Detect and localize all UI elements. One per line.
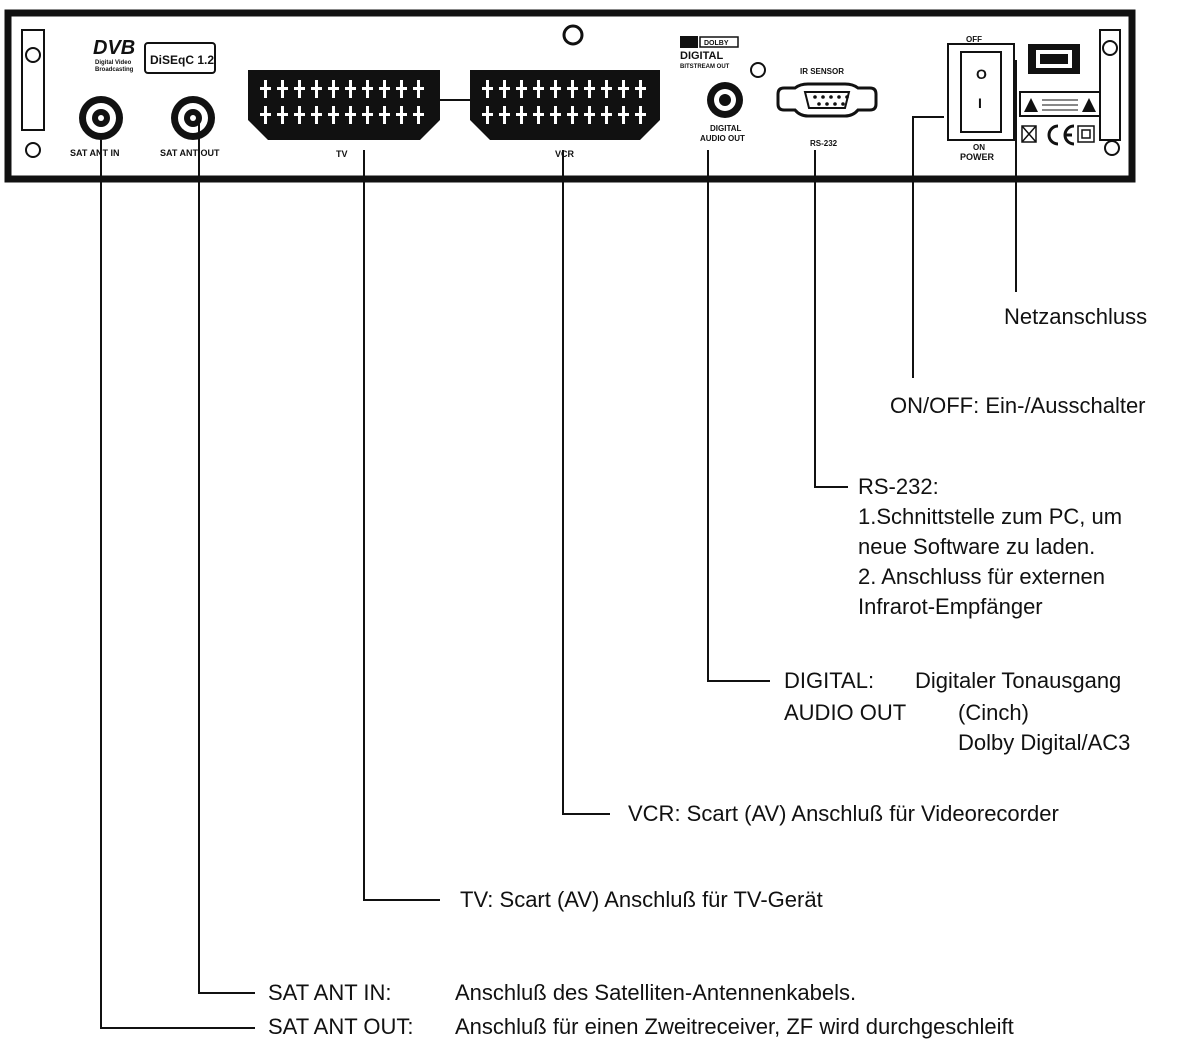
warning-label xyxy=(1019,91,1101,117)
callout-on-off: ON/OFF: Ein-/Ausschalter xyxy=(890,393,1146,418)
callout-rs232-title: RS-232: xyxy=(858,474,939,499)
diseqc-logo: DiSEqC 1.2 xyxy=(144,42,216,74)
tv-scart-connector xyxy=(248,70,440,140)
callout-rs232-line1: 1.Schnittstelle zum PC, um xyxy=(858,504,1123,529)
leader-lines xyxy=(100,60,1017,1029)
leader-tv xyxy=(363,150,440,901)
mains-socket xyxy=(1028,44,1080,74)
svg-text:OFF: OFF xyxy=(966,35,982,44)
leader-vcr xyxy=(562,150,610,815)
callout-audio-out-val: (Cinch) xyxy=(958,700,1029,725)
svg-text:Digital Video: Digital Video xyxy=(95,60,132,66)
leader-sat-ant-in xyxy=(100,140,255,1029)
dvb-logo: DVB Digital Video Broadcasting xyxy=(93,37,135,73)
svg-text:Broadcasting: Broadcasting xyxy=(95,67,134,73)
callout-rs232-line2: neue Software zu laden. xyxy=(858,534,1096,559)
mount-hole-right-top xyxy=(1102,40,1118,56)
sat-ant-in-connector xyxy=(79,96,123,140)
svg-text:POWER: POWER xyxy=(960,152,995,162)
callout-rs232-line3: 2. Anschluss für externen xyxy=(858,564,1106,589)
vcr-scart-connector xyxy=(470,70,660,140)
svg-text:DVB: DVB xyxy=(93,37,135,59)
label-rs232: RS-232 xyxy=(810,139,838,148)
label-digital: DIGITAL xyxy=(710,124,742,133)
top-screw-hole xyxy=(562,24,584,46)
label-sat-ant-in: SAT ANT IN xyxy=(70,148,120,158)
callout-audio-out-key: AUDIO OUT xyxy=(784,700,907,725)
digital-audio-out-connector xyxy=(707,82,743,118)
svg-text:DIGITAL: DIGITAL xyxy=(680,50,723,62)
leader-on-off xyxy=(912,116,944,378)
svg-text:BITSTREAM OUT: BITSTREAM OUT xyxy=(680,64,730,70)
leader-rs232 xyxy=(814,150,848,488)
svg-text:ON: ON xyxy=(973,143,985,152)
svg-text:I: I xyxy=(978,95,982,111)
svg-text:O: O xyxy=(976,66,987,82)
callout-digital-val: Digitaler Tonausgang xyxy=(915,668,1122,693)
label-tv: TV xyxy=(336,149,348,159)
callout-audio-out-val2: Dolby Digital/AC3 xyxy=(958,730,1131,755)
callout-sat-out-key: SAT ANT OUT: xyxy=(268,1014,414,1039)
callout-tv: TV: Scart (AV) Anschluß für TV-Gerät xyxy=(460,887,823,912)
label-vcr: VCR xyxy=(555,149,575,159)
label-ir-sensor: IR SENSOR xyxy=(800,67,844,76)
certification-marks xyxy=(1021,124,1095,146)
mount-hole-left-top xyxy=(25,47,41,63)
leader-sat-ant-out xyxy=(198,118,255,994)
callout-vcr: VCR: Scart (AV) Anschluß für Videorecord… xyxy=(628,801,1059,826)
label-audio-out: AUDIO OUT xyxy=(700,134,745,143)
leader-digital-audio xyxy=(707,150,770,682)
dolby-digital-logo: DOLBY DIGITAL BITSTREAM OUT xyxy=(680,36,739,70)
mount-hole-right-bottom xyxy=(1104,140,1120,156)
svg-text:DiSEqC 1.2: DiSEqC 1.2 xyxy=(150,53,214,67)
ir-sensor-window xyxy=(750,62,766,78)
mount-hole-left-bottom xyxy=(25,142,41,158)
callout-sat-out-val: Anschluß für einen Zweitreceiver, ZF wir… xyxy=(455,1014,1014,1039)
callout-netzanschluss: Netzanschluss xyxy=(1004,304,1148,329)
rs232-connector xyxy=(776,82,878,118)
callout-sat-in-key: SAT ANT IN: xyxy=(268,980,392,1005)
callout-digital-key: DIGITAL: xyxy=(784,668,875,693)
callout-sat-in-val: Anschluß des Satelliten-Antennenkabels. xyxy=(455,980,857,1005)
sat-ant-out-connector xyxy=(171,96,215,140)
power-switch: O I OFF ON POWER xyxy=(947,35,1015,162)
svg-text:DOLBY: DOLBY xyxy=(704,40,729,47)
label-sat-ant-out: SAT ANT OUT xyxy=(160,148,220,158)
callout-rs232-line4: Infrarot-Empfänger xyxy=(858,594,1043,619)
